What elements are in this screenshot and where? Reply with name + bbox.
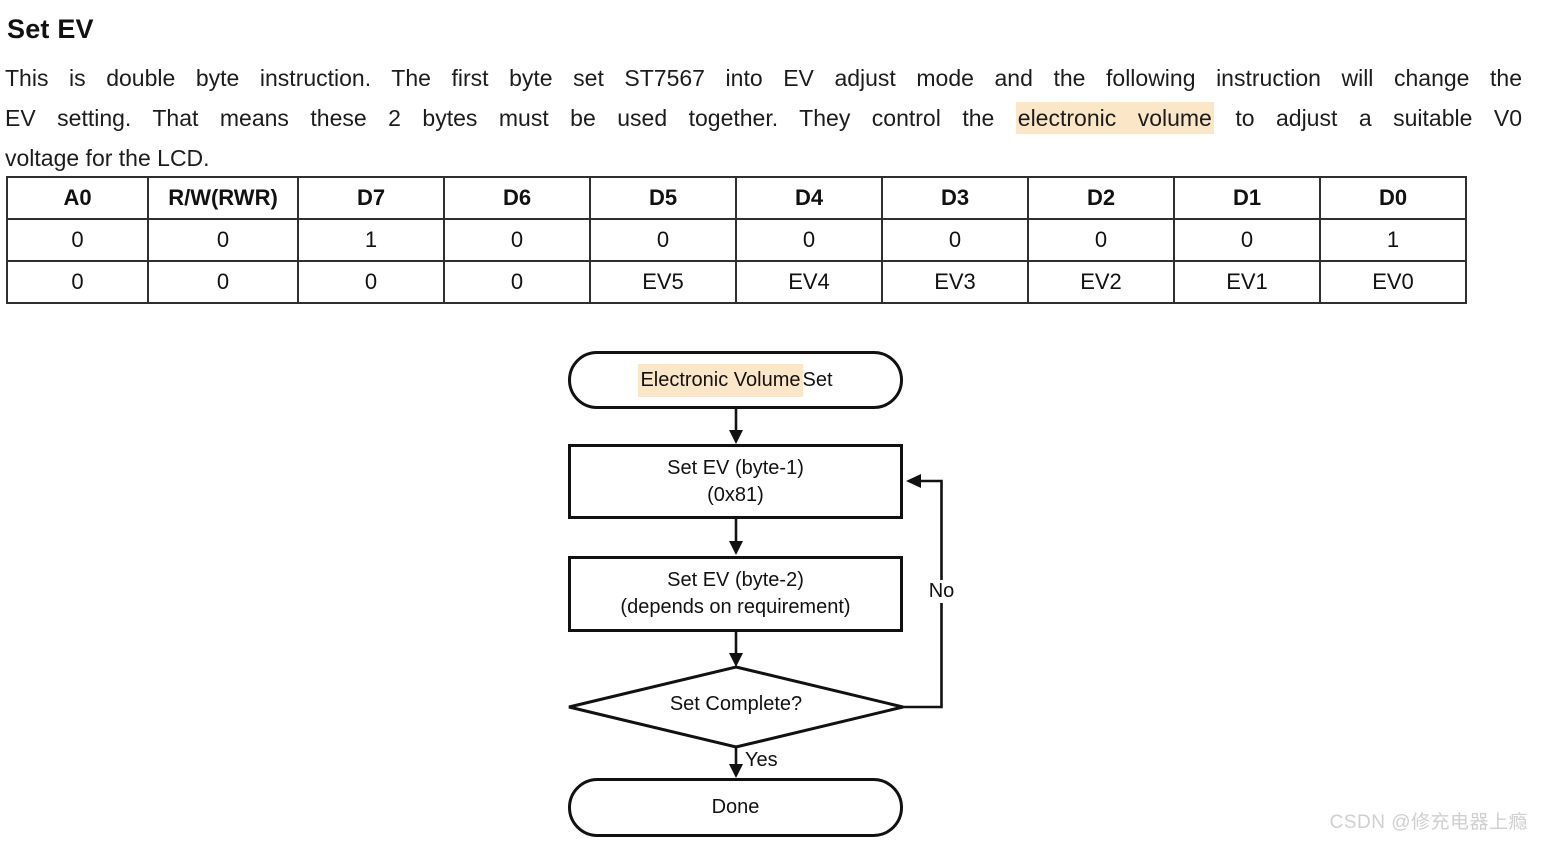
table-cell: EV0 bbox=[1319, 260, 1467, 304]
table-header-cell: A0 bbox=[6, 176, 149, 220]
table-cell: EV4 bbox=[735, 260, 883, 304]
intro-paragraph: This is double byte instruction. The fir… bbox=[5, 58, 1522, 178]
watermark: CSDN @修充电器上瘾 bbox=[1329, 812, 1528, 833]
table-cell: 0 bbox=[6, 260, 149, 304]
flow-start-node: Electronic Volume Set bbox=[568, 351, 903, 409]
edge-label-no: No bbox=[921, 580, 962, 603]
table-header-cell: D1 bbox=[1173, 176, 1321, 220]
table-header-cell: D0 bbox=[1319, 176, 1467, 220]
flow-step2-line2: (depends on requirement) bbox=[620, 596, 851, 618]
table-header-cell: D6 bbox=[443, 176, 591, 220]
table-header-cell: D3 bbox=[881, 176, 1029, 220]
table-cell: EV3 bbox=[881, 260, 1029, 304]
table-cell: 0 bbox=[147, 218, 299, 262]
table-cell: 1 bbox=[297, 218, 445, 262]
intro-line-1: This is double byte instruction. The fir… bbox=[5, 65, 1522, 91]
table-cell: 0 bbox=[735, 218, 883, 262]
table-cell: 0 bbox=[1173, 218, 1321, 262]
table-header-cell: R/W(RWR) bbox=[147, 176, 299, 220]
flow-step1-line1: Set EV (byte-1) bbox=[667, 456, 804, 479]
table-cell: 0 bbox=[6, 218, 149, 262]
intro-line-2: EV setting. That means these 2 bytes mus… bbox=[5, 98, 1522, 138]
arrowhead-down bbox=[729, 541, 743, 555]
table-cell: 1 bbox=[1319, 218, 1467, 262]
flow-start-rest: Set bbox=[802, 368, 833, 391]
flow-step1-line2: (0x81) bbox=[707, 483, 764, 506]
table-header-row: A0 R/W(RWR) D7 D6 D5 D4 D3 D2 D1 D0 bbox=[6, 176, 1467, 220]
table-header-cell: D4 bbox=[735, 176, 883, 220]
table-cell: 0 bbox=[1027, 218, 1175, 262]
page-title: Set EV bbox=[7, 14, 94, 44]
intro-line-2-before: EV setting. That means these 2 bytes mus… bbox=[5, 105, 1016, 131]
table-header-cell: D7 bbox=[297, 176, 445, 220]
edge-label-yes: Yes bbox=[745, 749, 778, 771]
table-cell: 0 bbox=[443, 218, 591, 262]
highlight-electronic-volume: electronic volume bbox=[1015, 102, 1214, 134]
table-cell: 0 bbox=[297, 260, 445, 304]
flow-step2-node: Set EV (byte-2) (depends on requirement) bbox=[568, 556, 903, 632]
table-cell: 0 bbox=[443, 260, 591, 304]
ev-instruction-table: A0 R/W(RWR) D7 D6 D5 D4 D3 D2 D1 D0 0 0 … bbox=[6, 176, 1467, 304]
table-cell: 0 bbox=[589, 218, 737, 262]
table-cell: EV1 bbox=[1173, 260, 1321, 304]
table-cell: 0 bbox=[881, 218, 1029, 262]
flow-decision-node: Set Complete? bbox=[669, 693, 803, 715]
arrowhead-down bbox=[729, 764, 743, 778]
flow-step2-line1: Set EV (byte-2) bbox=[667, 569, 804, 591]
arrowhead-left bbox=[906, 474, 921, 488]
table-cell: 0 bbox=[147, 260, 299, 304]
arrowhead-down bbox=[729, 430, 743, 444]
arrowhead-down bbox=[729, 653, 743, 667]
table-header-cell: D5 bbox=[589, 176, 737, 220]
table-cell: EV5 bbox=[589, 260, 737, 304]
flow-step1-node: Set EV (byte-1) (0x81) bbox=[568, 444, 903, 519]
table-row: 0 0 1 0 0 0 0 0 0 1 bbox=[6, 218, 1467, 262]
flow-end-node: Done bbox=[568, 778, 903, 837]
intro-line-2-after: to adjust a suitable V0 bbox=[1213, 105, 1522, 131]
intro-line-3: voltage for the LCD. bbox=[5, 145, 210, 171]
table-row: 0 0 0 0 EV5 EV4 EV3 EV2 EV1 EV0 bbox=[6, 260, 1467, 304]
table-cell: EV2 bbox=[1027, 260, 1175, 304]
table-header-cell: D2 bbox=[1027, 176, 1175, 220]
flow-start-highlight: Electronic Volume bbox=[638, 363, 803, 397]
